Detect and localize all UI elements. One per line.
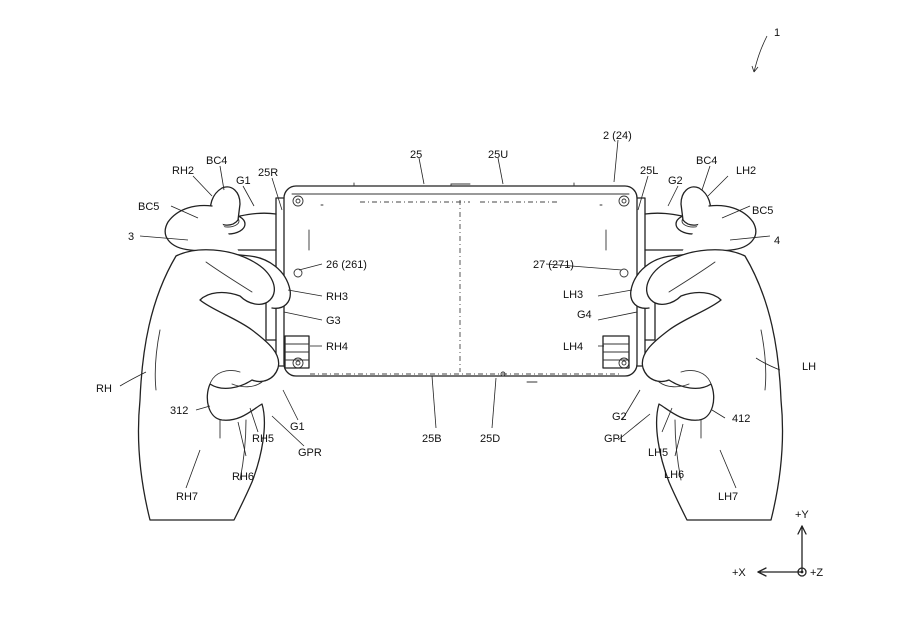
label-rh2: RH2 [172, 165, 194, 177]
label-g2-bottom: G2 [612, 411, 627, 423]
label-g2-top: G2 [668, 175, 683, 187]
label-25d: 25D [480, 433, 500, 445]
label-25u: 25U [488, 149, 508, 161]
label-25: 25 [410, 149, 422, 161]
label-gpl: GPL [604, 433, 626, 445]
label-lh3: LH3 [563, 289, 583, 301]
label-bc5-right: BC5 [138, 201, 159, 213]
label-rh6: RH6 [232, 471, 254, 483]
label-rh: RH [96, 383, 112, 395]
label-27-271: 27 (271) [533, 259, 574, 271]
label-312: 312 [170, 405, 188, 417]
label-rh7: RH7 [176, 491, 198, 503]
reference-labels: 1 25 25U 2 (24) 25R 25L G1 G2 RH2 BC4 BC… [96, 27, 823, 579]
label-lh4: LH4 [563, 341, 583, 353]
label-g1-bottom: G1 [290, 421, 305, 433]
right-hand [137, 186, 291, 521]
label-lh5: LH5 [648, 447, 668, 459]
label-3: 3 [128, 231, 134, 243]
label-412: 412 [732, 413, 750, 425]
label-rh5: RH5 [252, 433, 274, 445]
left-hand [630, 186, 784, 521]
label-lh2: LH2 [736, 165, 756, 177]
leader-lines [119, 35, 781, 489]
label-g3: G3 [326, 315, 341, 327]
label-bc4-right: BC4 [206, 155, 227, 167]
label-25b: 25B [422, 433, 442, 445]
label-26-261: 26 (261) [326, 259, 367, 271]
label-25r: 25R [258, 167, 278, 179]
axis-y-label: +Y [795, 509, 809, 521]
label-gpr: GPR [298, 447, 322, 459]
label-fig-ref: 1 [774, 27, 780, 39]
label-lh7: LH7 [718, 491, 738, 503]
label-g1-top: G1 [236, 175, 251, 187]
label-lh6: LH6 [664, 469, 684, 481]
label-4: 4 [774, 235, 780, 247]
label-rh4: RH4 [326, 341, 348, 353]
axis-indicator [757, 525, 807, 577]
axis-z-label: +Z [810, 567, 823, 579]
label-lh: LH [802, 361, 816, 373]
axis-x-label: +X [732, 567, 746, 579]
label-g4: G4 [577, 309, 592, 321]
label-2-24: 2 (24) [603, 130, 632, 142]
label-rh3: RH3 [326, 291, 348, 303]
label-bc5-left: BC5 [752, 205, 773, 217]
label-bc4-left: BC4 [696, 155, 717, 167]
label-25l: 25L [640, 165, 658, 177]
device-body [275, 182, 646, 383]
